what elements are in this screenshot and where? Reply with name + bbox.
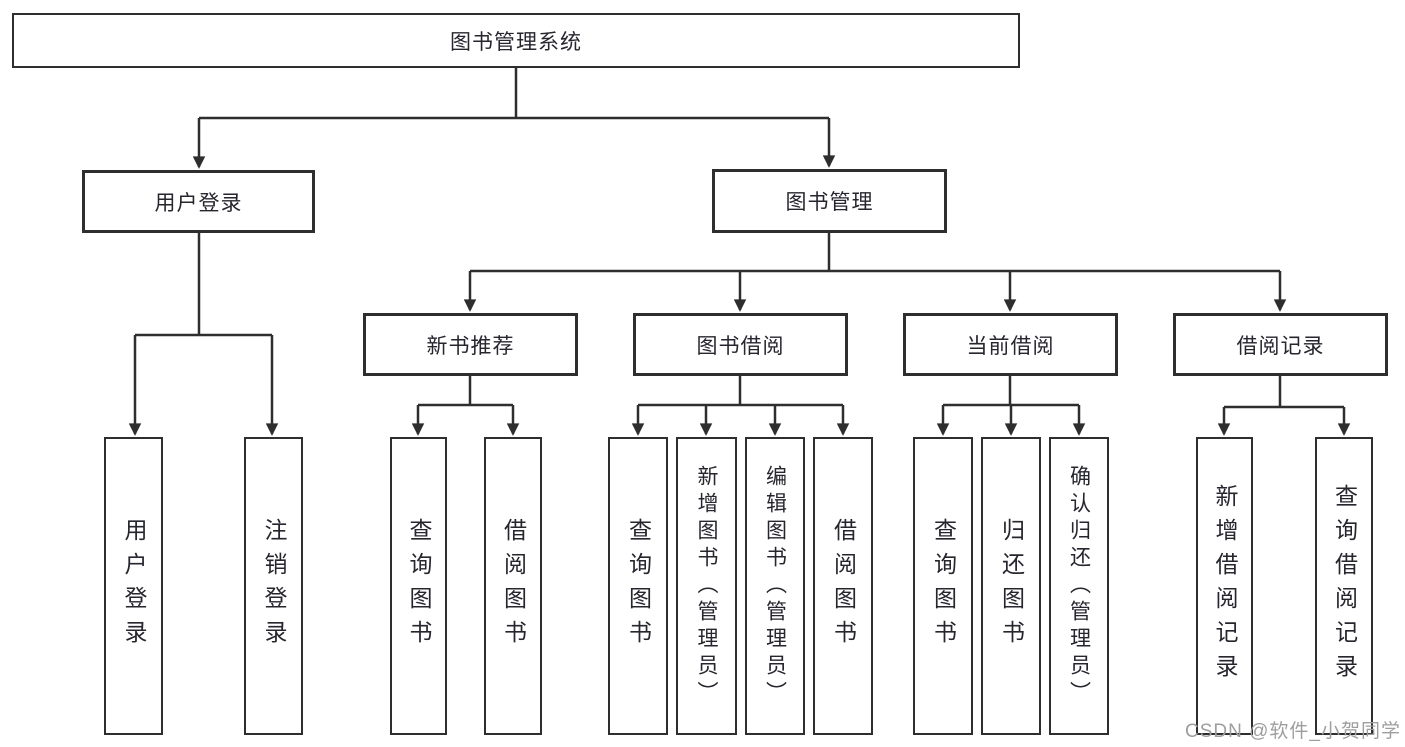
node-book-borrowing: 图书借阅: [633, 313, 848, 376]
leaf-query-borrow-record: 查询借阅记录: [1315, 437, 1373, 735]
node-root: 图书管理系统: [12, 13, 1020, 68]
leaf-borrow-query-books-label: 查询图书: [625, 518, 652, 654]
leaf-current-query-books: 查询图书: [913, 437, 973, 735]
leaf-newbook-query-books-label: 查询图书: [406, 518, 432, 654]
csdn-watermark: CSDN @软件_小贺同学: [1185, 721, 1401, 742]
leaf-borrow-books-label: 借阅图书: [830, 518, 857, 654]
node-root-label: 图书管理系统: [450, 30, 582, 54]
leaf-edit-books-admin-label: 编辑图书（管理员）: [763, 464, 787, 708]
node-user-login-label: 用户登录: [154, 191, 243, 215]
leaf-confirm-return-admin: 确认归还（管理员）: [1049, 437, 1109, 735]
leaf-logout: 注销登录: [244, 437, 303, 735]
leaf-confirm-return-admin-label: 确认归还（管理员）: [1067, 464, 1091, 708]
leaf-query-borrow-record-label: 查询借阅记录: [1331, 484, 1358, 688]
leaf-add-borrow-record: 新增借阅记录: [1196, 437, 1253, 735]
node-book-management-label: 图书管理: [785, 191, 874, 214]
node-current-borrowing-label: 当前借阅: [966, 334, 1055, 358]
node-borrow-records: 借阅记录: [1173, 313, 1388, 376]
node-current-borrowing: 当前借阅: [903, 313, 1118, 376]
leaf-add-books-admin-label: 新增图书（管理员）: [695, 464, 718, 708]
leaf-current-query-books-label: 查询图书: [930, 518, 957, 654]
node-new-book-recommend-label: 新书推荐: [426, 334, 515, 358]
leaf-logout-label: 注销登录: [261, 518, 287, 654]
leaf-newbook-query-books: 查询图书: [390, 437, 447, 735]
node-new-book-recommend: 新书推荐: [363, 313, 578, 376]
leaf-user-login: 用户登录: [104, 437, 163, 735]
leaf-newbook-borrow-books-label: 借阅图书: [500, 518, 527, 654]
node-user-login: 用户登录: [82, 170, 315, 233]
node-borrow-records-label: 借阅记录: [1236, 334, 1325, 358]
leaf-add-borrow-record-label: 新增借阅记录: [1212, 484, 1238, 688]
leaf-return-books: 归还图书: [981, 437, 1041, 735]
leaf-return-books-label: 归还图书: [998, 518, 1025, 654]
node-book-borrowing-label: 图书借阅: [696, 334, 785, 358]
leaf-user-login-label: 用户登录: [121, 518, 147, 654]
node-book-management: 图书管理: [712, 169, 947, 233]
leaf-newbook-borrow-books: 借阅图书: [484, 437, 542, 735]
leaf-edit-books-admin: 编辑图书（管理员）: [745, 437, 805, 735]
leaf-borrow-books: 借阅图书: [813, 437, 873, 735]
leaf-add-books-admin: 新增图书（管理员）: [676, 437, 737, 735]
leaf-borrow-query-books: 查询图书: [608, 437, 668, 735]
